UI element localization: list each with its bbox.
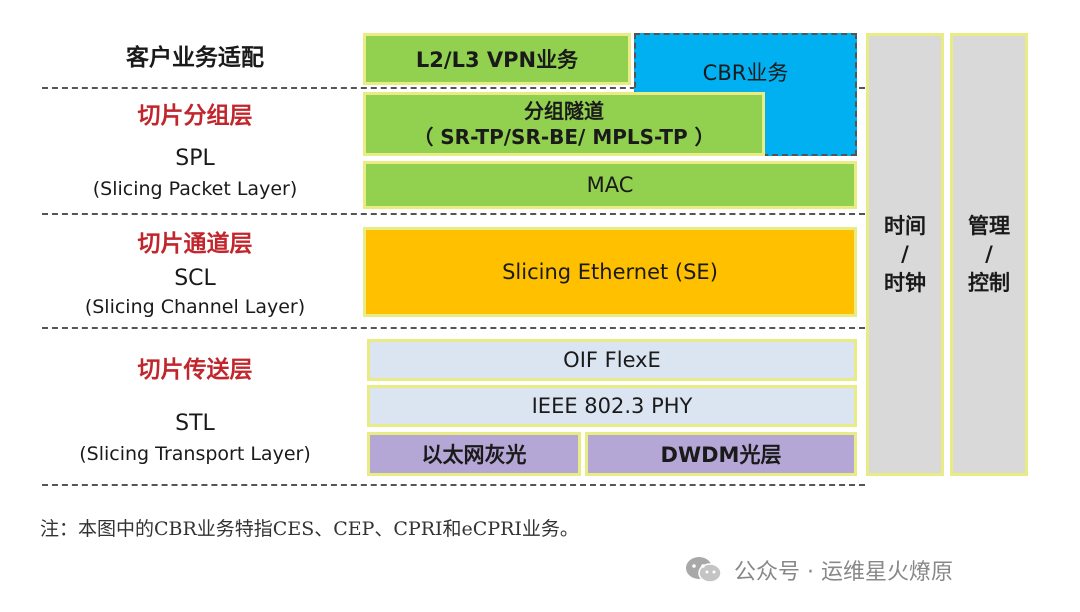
management-slash: / bbox=[985, 242, 993, 267]
ieee-phy-block: IEEE 802.3 PHY bbox=[367, 385, 857, 427]
ethernet-grey-light-block: 以太网灰光 bbox=[367, 432, 581, 476]
watermark: 公众号 · 运维星火燎原 bbox=[684, 554, 953, 586]
packet-tunnel-sub: （ SR-TP/SR-BE/ MPLS-TP ） bbox=[413, 125, 715, 149]
l2l3-vpn-label: L2/L3 VPN业务 bbox=[415, 48, 579, 72]
divider-line bbox=[42, 87, 865, 89]
time-label: 时间 bbox=[884, 213, 926, 238]
oif-flexe-label: OIF FlexE bbox=[563, 348, 661, 372]
label-customer-adaptation: 客户业务适配 bbox=[126, 45, 264, 71]
label-scl-full: (Slicing Channel Layer) bbox=[84, 296, 306, 318]
ieee-phy-label: IEEE 802.3 PHY bbox=[531, 394, 693, 418]
clock-label: 时钟 bbox=[884, 270, 926, 295]
label-spl-full: (Slicing Packet Layer) bbox=[92, 178, 298, 200]
label-spl-cn: 切片分组层 bbox=[137, 103, 253, 129]
slicing-ethernet-block: Slicing Ethernet (SE) bbox=[363, 227, 857, 317]
mac-label: MAC bbox=[586, 173, 634, 197]
oif-flexe-block: OIF FlexE bbox=[367, 339, 857, 381]
management-control-column: 管理 / 控制 bbox=[950, 33, 1028, 476]
label-spl-abbr: SPL bbox=[175, 146, 215, 171]
dwdm-label: DWDM光层 bbox=[660, 443, 782, 467]
label-scl-abbr: SCL bbox=[174, 266, 216, 291]
packet-tunnel-title: 分组隧道 bbox=[524, 99, 604, 123]
label-stl-full: (Slicing Transport Layer) bbox=[79, 443, 311, 465]
control-label: 控制 bbox=[968, 270, 1010, 295]
time-clock-column: 时间 / 时钟 bbox=[866, 33, 944, 476]
divider-line bbox=[42, 327, 865, 329]
packet-tunnel-block: 分组隧道 （ SR-TP/SR-BE/ MPLS-TP ） bbox=[363, 92, 765, 156]
cbr-service-label: CBR业务 bbox=[702, 61, 789, 85]
label-scl-cn: 切片通道层 bbox=[137, 231, 253, 257]
divider-line bbox=[42, 484, 865, 486]
ethernet-grey-light-label: 以太网灰光 bbox=[421, 443, 527, 467]
wechat-icon bbox=[686, 557, 722, 583]
dwdm-block: DWDM光层 bbox=[585, 432, 857, 476]
l2l3-vpn-block: L2/L3 VPN业务 bbox=[363, 33, 631, 85]
time-slash: / bbox=[901, 242, 909, 267]
divider-line bbox=[42, 213, 865, 215]
label-stl-cn: 切片传送层 bbox=[137, 357, 253, 383]
watermark-text: 公众号 · 运维星火燎原 bbox=[734, 560, 953, 585]
footnote: 注：本图中的CBR业务特指CES、CEP、CPRI和eCPRI业务。 bbox=[40, 518, 579, 540]
label-stl-abbr: STL bbox=[175, 411, 215, 436]
slicing-ethernet-label: Slicing Ethernet (SE) bbox=[502, 260, 718, 284]
mac-block: MAC bbox=[363, 161, 857, 209]
management-label: 管理 bbox=[968, 213, 1010, 238]
